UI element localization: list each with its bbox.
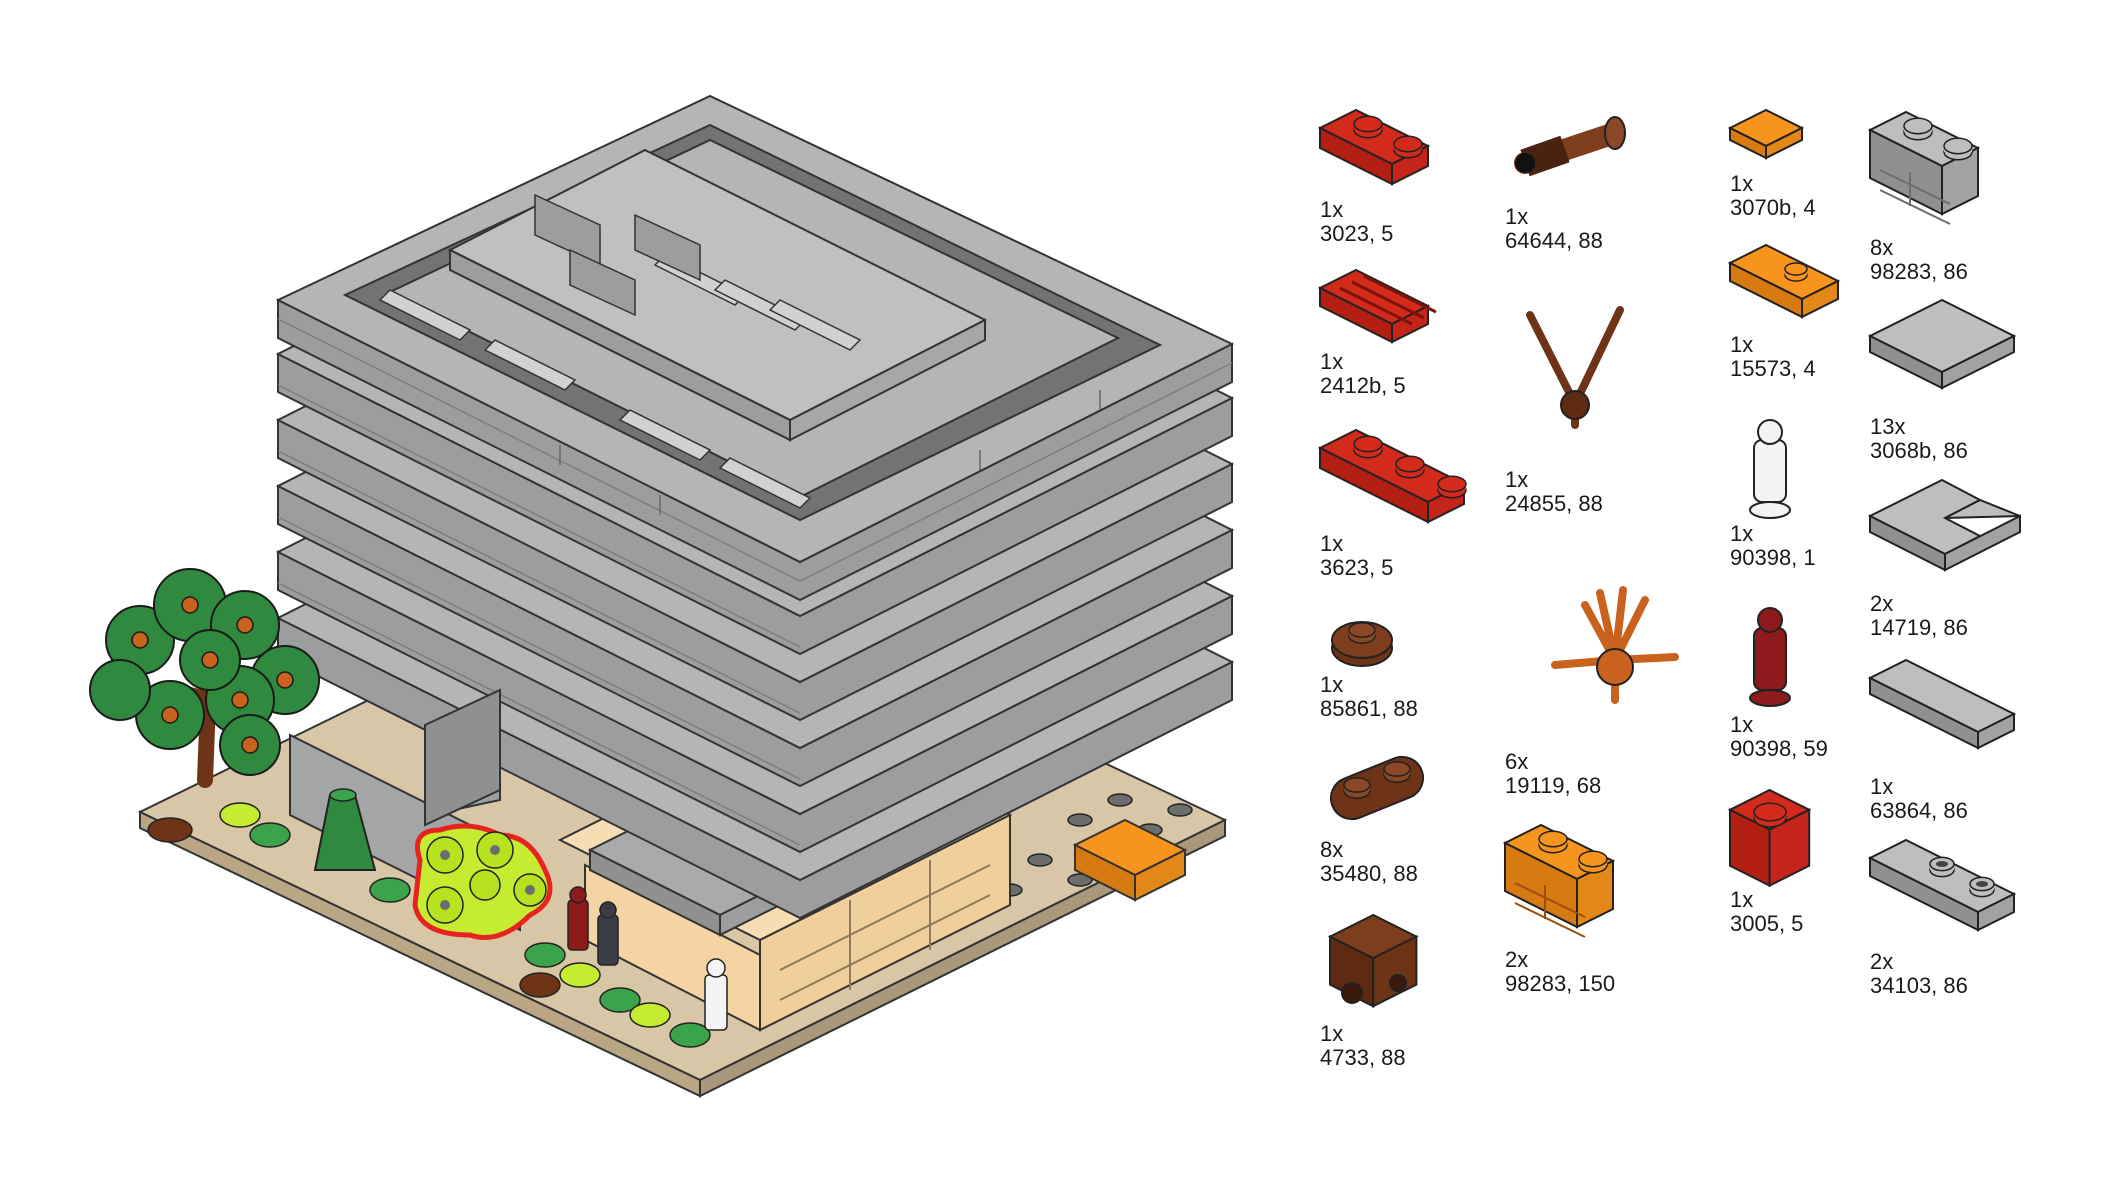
- part-quantity: 6x: [1505, 749, 1529, 774]
- plate-1x2-icon: [1317, 108, 1450, 190]
- part-quantity: 13x: [1870, 414, 1906, 439]
- cone-bush: [313, 788, 377, 871]
- part-quantity: 1x: [1730, 332, 1754, 357]
- part-reference: 3070b, 4: [1730, 195, 1816, 220]
- part-quantity: 1x: [1320, 197, 1344, 222]
- part-reference: 4733, 88: [1320, 1045, 1406, 1070]
- part-quantity: 1x: [1730, 712, 1754, 737]
- part-quantity: 2x: [1505, 947, 1529, 972]
- part-quantity: 1x: [1870, 774, 1894, 799]
- telescope-icon: [1505, 115, 1635, 195]
- part-quantity: 1x: [1730, 171, 1754, 196]
- tile-1x3-icon: [1867, 658, 2050, 750]
- highlighted-flower-cluster: [412, 823, 553, 940]
- part-quantity: 1x: [1320, 531, 1344, 556]
- part-reference: 63864, 86: [1870, 798, 1968, 823]
- part-reference: 85861, 88: [1320, 696, 1418, 721]
- part-reference: 90398, 1: [1730, 545, 1816, 570]
- part-quantity: 8x: [1870, 235, 1894, 260]
- part-quantity: 2x: [1870, 949, 1894, 974]
- tree: [89, 568, 320, 788]
- part-quantity: 1x: [1320, 672, 1344, 697]
- part-quantity: 1x: [1320, 349, 1344, 374]
- minifig-statuette-icon: [1740, 598, 1800, 708]
- part-reference: 3005, 5: [1730, 911, 1804, 936]
- part-reference: 3023, 5: [1320, 221, 1394, 246]
- masonry-brick-icon: [1502, 823, 1645, 938]
- minifig-statuettes: [567, 886, 728, 1031]
- part-reference: 3623, 5: [1320, 555, 1394, 580]
- tile-2x2-icon: [1867, 298, 2030, 400]
- part-quantity: 1x: [1730, 887, 1754, 912]
- part-reference: 19119, 68: [1505, 773, 1602, 798]
- plate-1x3-icon: [1317, 428, 1490, 524]
- assembly-model-illustration: [89, 94, 1235, 1098]
- modified-plate-icon: [1867, 838, 2050, 932]
- round-plate-icon: [1330, 612, 1400, 672]
- part-reference: 14719, 86: [1870, 615, 1968, 640]
- part-quantity: 2x: [1870, 591, 1894, 616]
- plant-stem-icon: [1535, 585, 1695, 715]
- tile-1x1-icon: [1727, 108, 1820, 160]
- minifig-statuette-icon: [1740, 410, 1800, 520]
- part-quantity: 1x: [1730, 521, 1754, 546]
- brick-1x1-icon: [1727, 788, 1820, 900]
- part-reference: 34103, 86: [1870, 973, 1968, 998]
- part-reference: 24855, 88: [1505, 491, 1603, 516]
- part-reference: 35480, 88: [1320, 861, 1418, 886]
- part-quantity: 8x: [1320, 837, 1344, 862]
- studs-on-sides-brick-icon: [1327, 913, 1420, 1015]
- roof-details: [342, 123, 1163, 522]
- orange-step: [1072, 818, 1188, 902]
- part-reference: 2412b, 5: [1320, 373, 1406, 398]
- part-reference: 15573, 4: [1730, 356, 1816, 381]
- part-quantity: 1x: [1320, 1021, 1344, 1046]
- branch-y-icon: [1515, 305, 1635, 435]
- rounded-plate-1x2-icon: [1325, 745, 1435, 825]
- part-quantity: 1x: [1505, 467, 1529, 492]
- part-reference: 90398, 59: [1730, 736, 1828, 761]
- masonry-brick-icon: [1867, 110, 2010, 225]
- edge-flowers: [147, 802, 711, 1048]
- part-reference: 98283, 150: [1505, 971, 1616, 996]
- part-reference: 64644, 88: [1505, 228, 1603, 253]
- part-reference: 3068b, 86: [1870, 438, 1968, 463]
- grille-tile-icon: [1317, 268, 1450, 344]
- jumper-plate-icon: [1727, 243, 1860, 319]
- corner-tile-icon: [1867, 478, 2030, 580]
- gray-block: [424, 688, 501, 827]
- part-reference: 98283, 86: [1870, 259, 1968, 284]
- part-quantity: 1x: [1505, 204, 1529, 229]
